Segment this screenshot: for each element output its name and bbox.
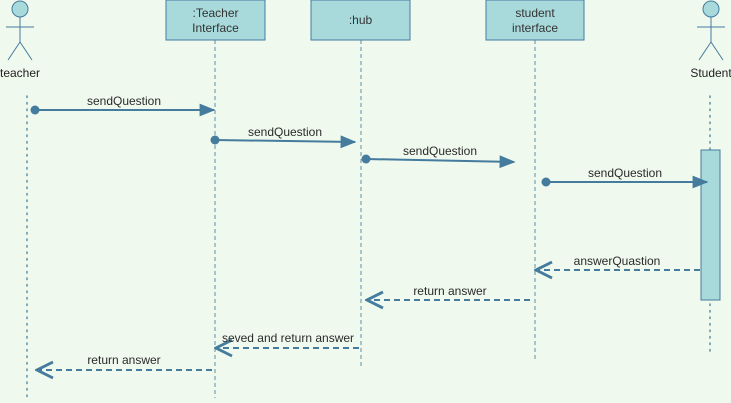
student-interface-label-line2: interface bbox=[512, 21, 558, 35]
hub-label: :hub bbox=[349, 13, 373, 27]
message-label: sendQuestion bbox=[87, 94, 161, 108]
student-actor-label: Student bbox=[690, 66, 731, 80]
message-return-answer-1[interactable]: return answer bbox=[367, 284, 530, 300]
message-label: return answer bbox=[413, 284, 486, 298]
message-return-answer-2[interactable]: return answer bbox=[37, 353, 212, 370]
student-actor-icon bbox=[697, 0, 725, 61]
student-actor[interactable]: Student bbox=[690, 0, 731, 80]
message-send-question-1[interactable]: sendQuestion bbox=[30, 94, 216, 117]
teacher-interface-box bbox=[165, 0, 266, 41]
student-interface-box bbox=[485, 0, 585, 41]
teacher-actor-label: teacher bbox=[0, 66, 40, 80]
message-start-dot bbox=[210, 135, 220, 145]
teacher-actor[interactable]: teacher bbox=[0, 0, 40, 80]
message-label: sendQuestion bbox=[248, 125, 322, 139]
message-label: seved and return answer bbox=[222, 331, 354, 345]
student-activation-bar bbox=[700, 149, 721, 301]
student-interface-participant[interactable]: student interface bbox=[485, 0, 585, 41]
teacher-interface-label-line2: Interface bbox=[192, 21, 239, 35]
message-label: return answer bbox=[87, 353, 160, 367]
teacher-interface-label-line1: :Teacher bbox=[192, 6, 238, 20]
message-answer-quastion[interactable]: answerQuastion bbox=[536, 254, 700, 270]
message-start-dot bbox=[541, 177, 551, 187]
message-start-dot bbox=[30, 105, 40, 115]
message-saved-and-return-answer[interactable]: seved and return answer bbox=[216, 331, 359, 348]
student-interface-label-line1: student bbox=[515, 6, 555, 20]
hub-participant[interactable]: :hub bbox=[310, 0, 411, 41]
hub-box bbox=[310, 0, 411, 41]
message-send-question-4[interactable]: sendQuestion bbox=[541, 166, 709, 189]
message-send-question-3[interactable]: sendQuestion bbox=[361, 144, 516, 169]
message-start-dot bbox=[361, 154, 371, 164]
message-arrow bbox=[365, 155, 516, 169]
teacher-interface-participant[interactable]: :Teacher Interface bbox=[165, 0, 266, 41]
message-label: sendQuestion bbox=[588, 166, 662, 180]
message-label: answerQuastion bbox=[574, 254, 661, 268]
message-label: sendQuestion bbox=[403, 144, 477, 158]
message-arrow bbox=[214, 135, 357, 149]
message-send-question-2[interactable]: sendQuestion bbox=[210, 125, 357, 149]
teacher-actor-icon bbox=[6, 0, 34, 61]
